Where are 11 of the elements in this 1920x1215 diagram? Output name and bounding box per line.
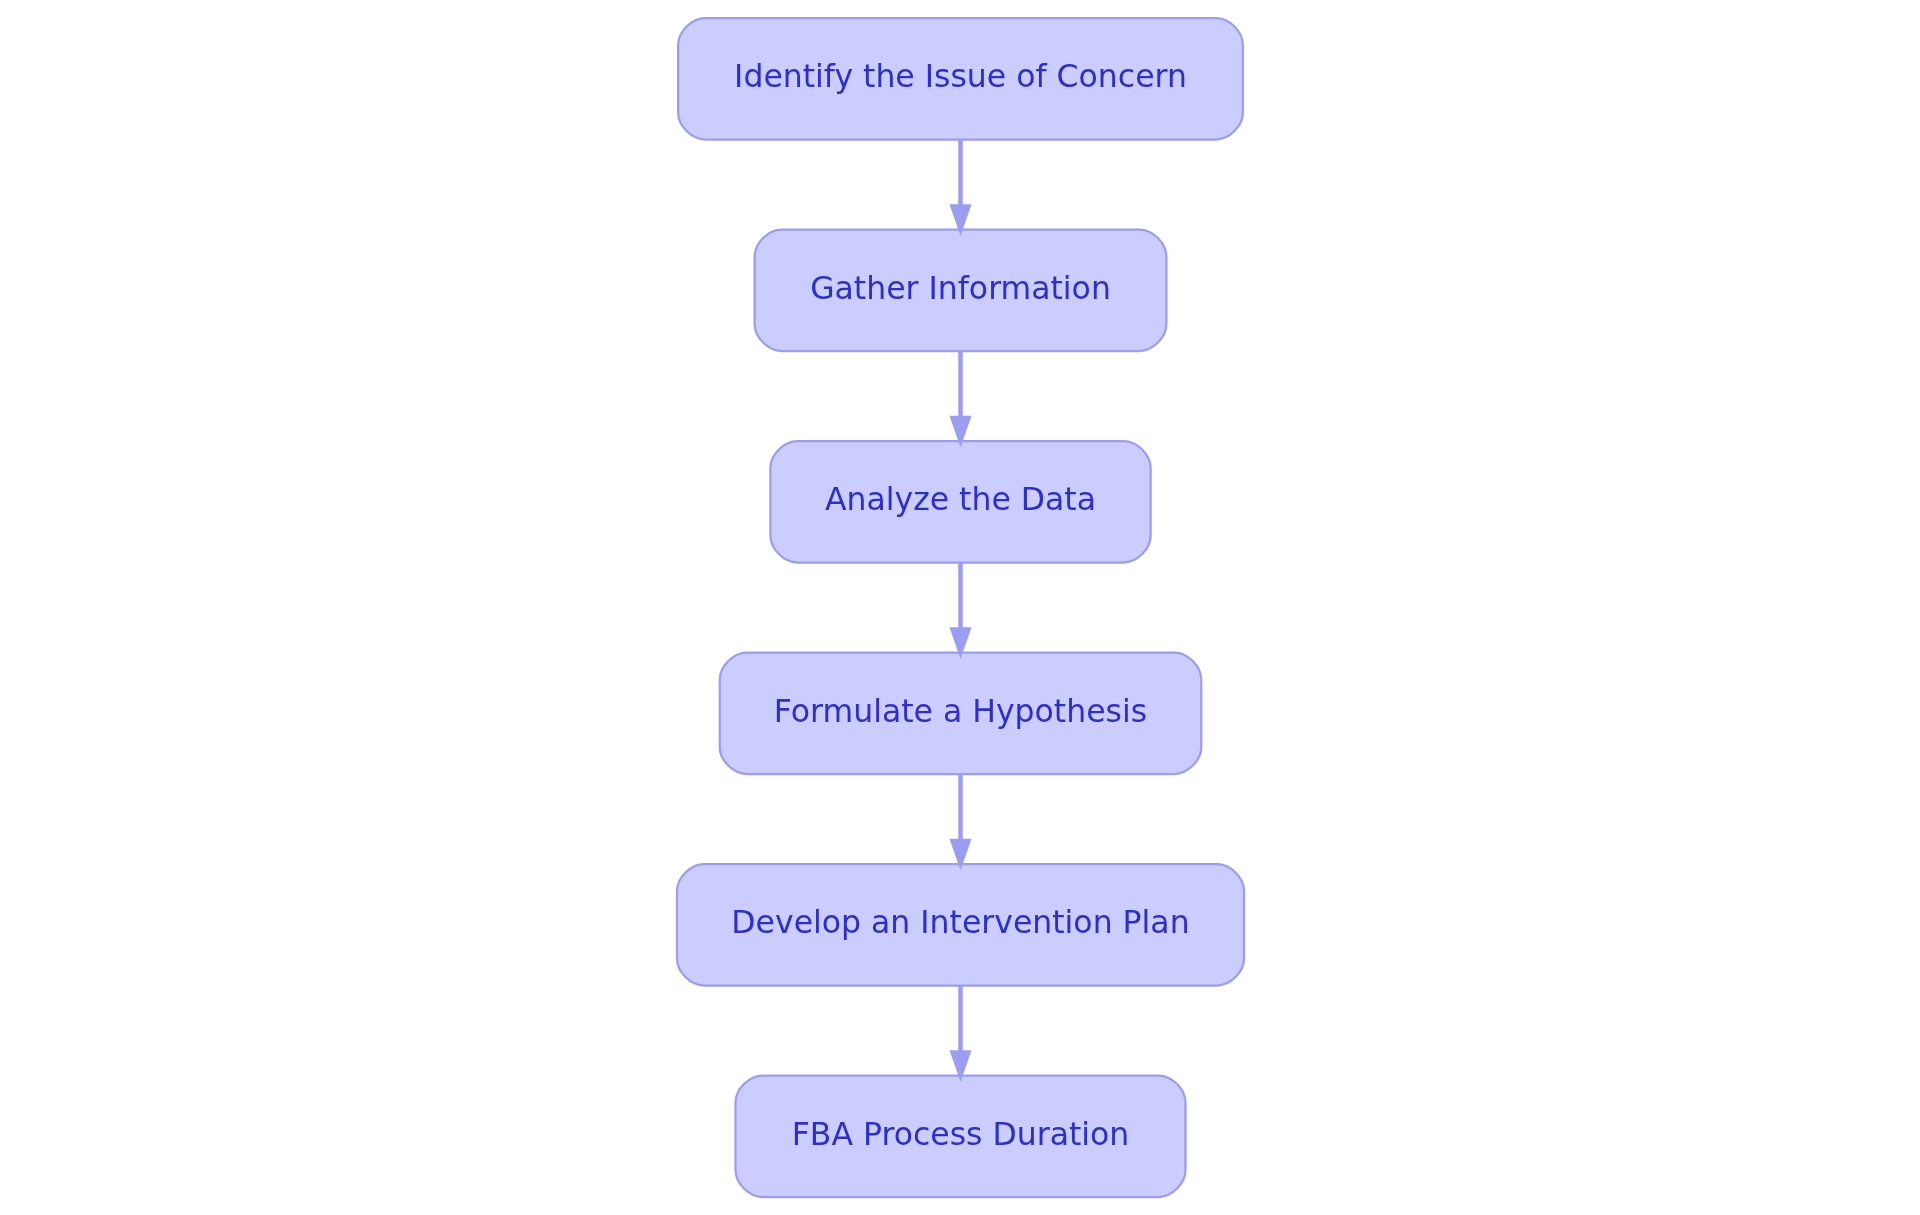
- arrow: [948, 139, 972, 236]
- node-box: Identify the Issue of Concern: [676, 16, 1244, 141]
- node-box: Formulate a Hypothesis: [718, 651, 1202, 776]
- arrow: [948, 985, 972, 1082]
- node-box: Gather Information: [753, 228, 1167, 353]
- arrow: [948, 562, 972, 659]
- node-box: Analyze the Data: [768, 439, 1152, 564]
- node-box: Develop an Intervention Plan: [675, 862, 1245, 987]
- arrow: [948, 351, 972, 448]
- arrow: [948, 774, 972, 871]
- node-box: FBA Process Duration: [733, 1074, 1187, 1199]
